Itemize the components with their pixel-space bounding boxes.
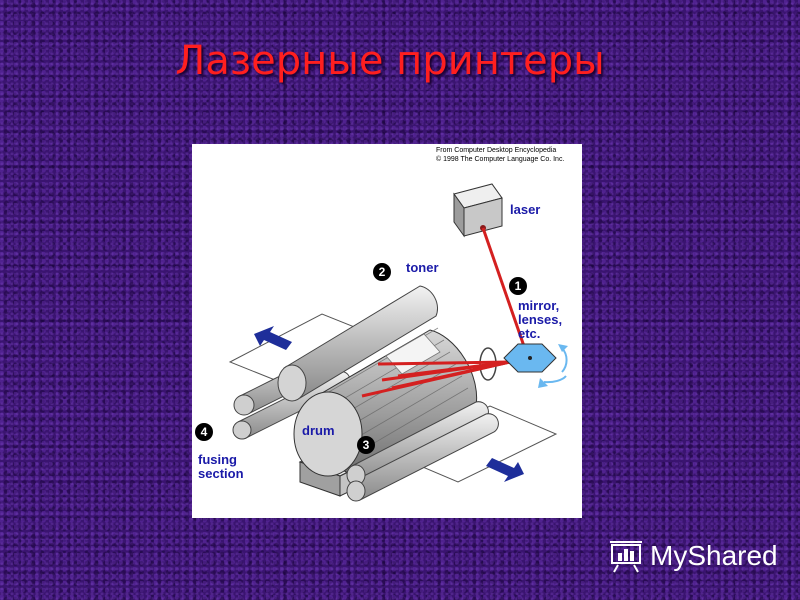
presentation-board-icon xyxy=(610,541,642,573)
mirror-label-line-2: lenses, xyxy=(518,312,562,327)
svg-text:3: 3 xyxy=(363,438,370,452)
input-arrow-icon xyxy=(486,458,524,482)
step-badge-1: 1 xyxy=(509,277,527,295)
laser-beam xyxy=(481,227,528,353)
drum xyxy=(293,327,478,477)
toner-label: toner xyxy=(406,260,439,275)
reflected-beams xyxy=(361,360,511,398)
drum-label: drum xyxy=(302,423,335,438)
fusing-label-line-1: fusing xyxy=(198,452,237,467)
laser-label: laser xyxy=(510,202,540,217)
myshared-watermark: MyShared xyxy=(608,536,778,576)
step-badge-4: 4 xyxy=(195,423,213,441)
rotating-mirror xyxy=(503,343,568,388)
svg-text:4: 4 xyxy=(201,425,208,439)
watermark-text: MyShared xyxy=(650,540,778,571)
step-badge-3: 3 xyxy=(357,436,375,454)
mirror-label-line-1: mirror, xyxy=(518,298,559,313)
laser-unit xyxy=(453,183,503,238)
diagram-canvas: From Computer Desktop Encyclopedia © 199… xyxy=(195,147,568,502)
svg-text:2: 2 xyxy=(379,265,386,279)
fusing-label-line-2: section xyxy=(198,466,244,481)
svg-text:1: 1 xyxy=(515,279,522,293)
fusing-rollers-lower xyxy=(346,401,499,502)
toner-roller xyxy=(277,285,438,402)
step-badge-2: 2 xyxy=(373,263,391,281)
credit-line-1: From Computer Desktop Encyclopedia xyxy=(436,147,556,154)
laser-printer-diagram: From Computer Desktop Encyclopedia © 199… xyxy=(192,144,582,518)
mirror-label-line-3: etc. xyxy=(518,326,540,341)
output-arrow-icon xyxy=(254,326,292,350)
slide-title: Лазерные принтеры xyxy=(175,38,605,84)
credit-line-2: © 1998 The Computer Language Co. Inc. xyxy=(436,155,564,163)
